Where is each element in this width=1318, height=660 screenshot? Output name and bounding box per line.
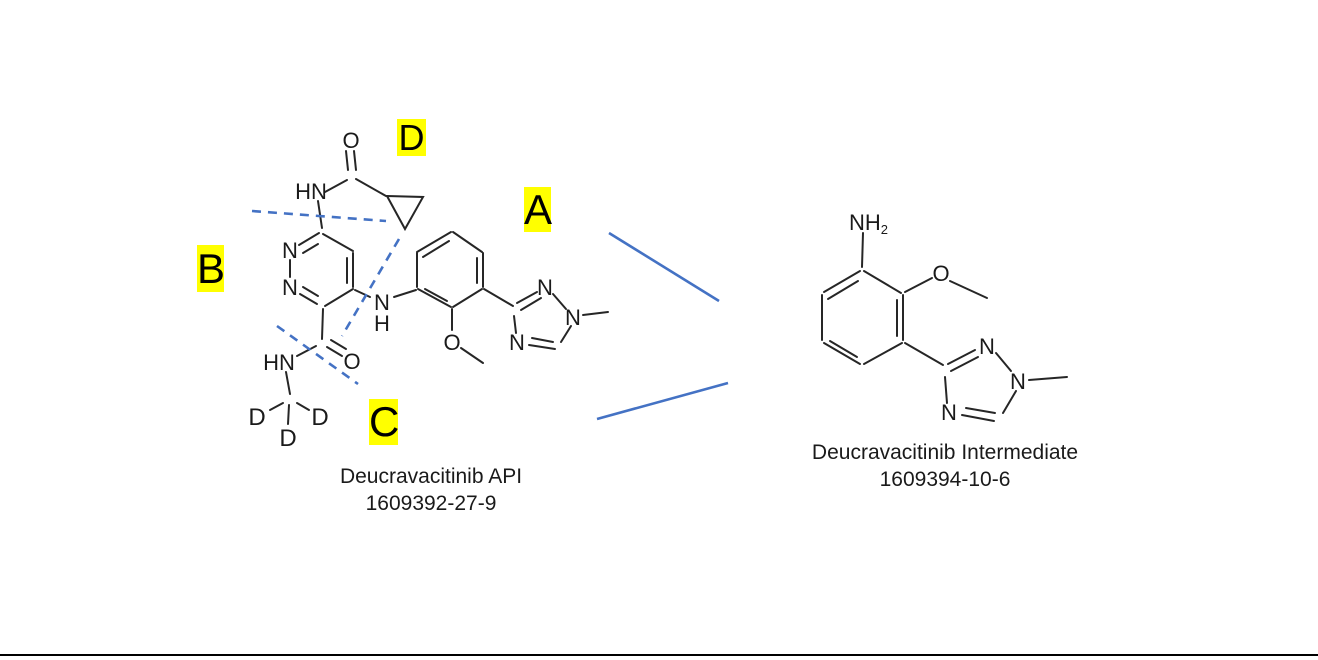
methylamide-d3-group: O HN D D D bbox=[248, 308, 361, 452]
connector-line-top bbox=[608, 231, 720, 303]
transformation-lines bbox=[596, 231, 729, 421]
atom-linker-h-label: H bbox=[374, 311, 390, 336]
atom-deuterium-bottom-label: D bbox=[279, 425, 296, 452]
atom-hn-bottom-label: HN bbox=[263, 350, 295, 375]
atom-triazole-n1-left-label: N bbox=[565, 305, 581, 330]
api-name: Deucravacitinib API bbox=[339, 465, 523, 488]
cyclopropyl-ring bbox=[385, 194, 425, 232]
disconnection-lines bbox=[251, 209, 401, 386]
intermediate-structure: NH2 O bbox=[821, 210, 1068, 425]
section-label-b: B bbox=[197, 245, 226, 292]
atom-nh2-subscript: 2 bbox=[881, 222, 888, 237]
methoxy-group-left: O bbox=[443, 308, 484, 364]
atom-o-bottom-label: O bbox=[343, 349, 360, 374]
atom-triazole-n4-right-label: N bbox=[941, 400, 957, 425]
api-caption: Deucravacitinib API 1609392-27-9 bbox=[311, 463, 551, 517]
api-structure: N N HN O N H bbox=[248, 128, 609, 452]
atom-triazole-n2-left-label: N bbox=[537, 275, 553, 300]
benzene-ring-left bbox=[416, 231, 484, 308]
connector-line-bottom bbox=[596, 381, 729, 421]
intermediate-name: Deucravacitinib Intermediate bbox=[811, 441, 1079, 464]
section-label-a: A bbox=[524, 186, 553, 233]
pyridazine-ring: N N bbox=[282, 232, 354, 307]
api-cas-number: 1609392-27-9 bbox=[365, 492, 497, 515]
intermediate-cas-number: 1609394-10-6 bbox=[879, 468, 1011, 491]
bottom-divider bbox=[0, 654, 1318, 656]
disconnection-dash-top bbox=[251, 209, 387, 223]
atom-nh2-main: NH bbox=[849, 210, 881, 235]
triazole-ring-left: N N N bbox=[483, 275, 609, 355]
triazole-ring-right: N N N bbox=[904, 334, 1068, 425]
section-label-d: D bbox=[397, 117, 426, 158]
atom-linker-n-label: N bbox=[374, 290, 390, 315]
disconnection-dash-bottom bbox=[276, 324, 359, 386]
anilino-linker: N H bbox=[354, 289, 417, 336]
atom-triazole-n4-left-label: N bbox=[509, 330, 525, 355]
atom-nh2-label: NH2 bbox=[849, 210, 888, 237]
cyclopropanecarboxamide-group: HN O bbox=[295, 128, 425, 232]
disconnection-dash-diagonal bbox=[340, 238, 401, 337]
amine-group: NH2 bbox=[849, 210, 888, 268]
atom-deuterium-left-label: D bbox=[248, 404, 265, 431]
benzene-ring-right bbox=[821, 270, 904, 365]
atom-o-top-label: O bbox=[342, 128, 359, 153]
atom-deuterium-right-label: D bbox=[311, 404, 328, 431]
methoxy-group-right: O bbox=[904, 261, 988, 299]
atom-methoxy-o-right-label: O bbox=[932, 261, 949, 286]
atom-methoxy-o-left-label: O bbox=[443, 330, 460, 355]
atom-n2-label: N bbox=[282, 275, 298, 300]
atom-triazole-n1-right-label: N bbox=[1010, 369, 1026, 394]
atom-n1-label: N bbox=[282, 238, 298, 263]
atom-triazole-n2-right-label: N bbox=[979, 334, 995, 359]
atom-hn-top-label: HN bbox=[295, 179, 327, 204]
intermediate-caption: Deucravacitinib Intermediate 1609394-10-… bbox=[785, 439, 1105, 493]
section-label-c: C bbox=[369, 398, 400, 445]
